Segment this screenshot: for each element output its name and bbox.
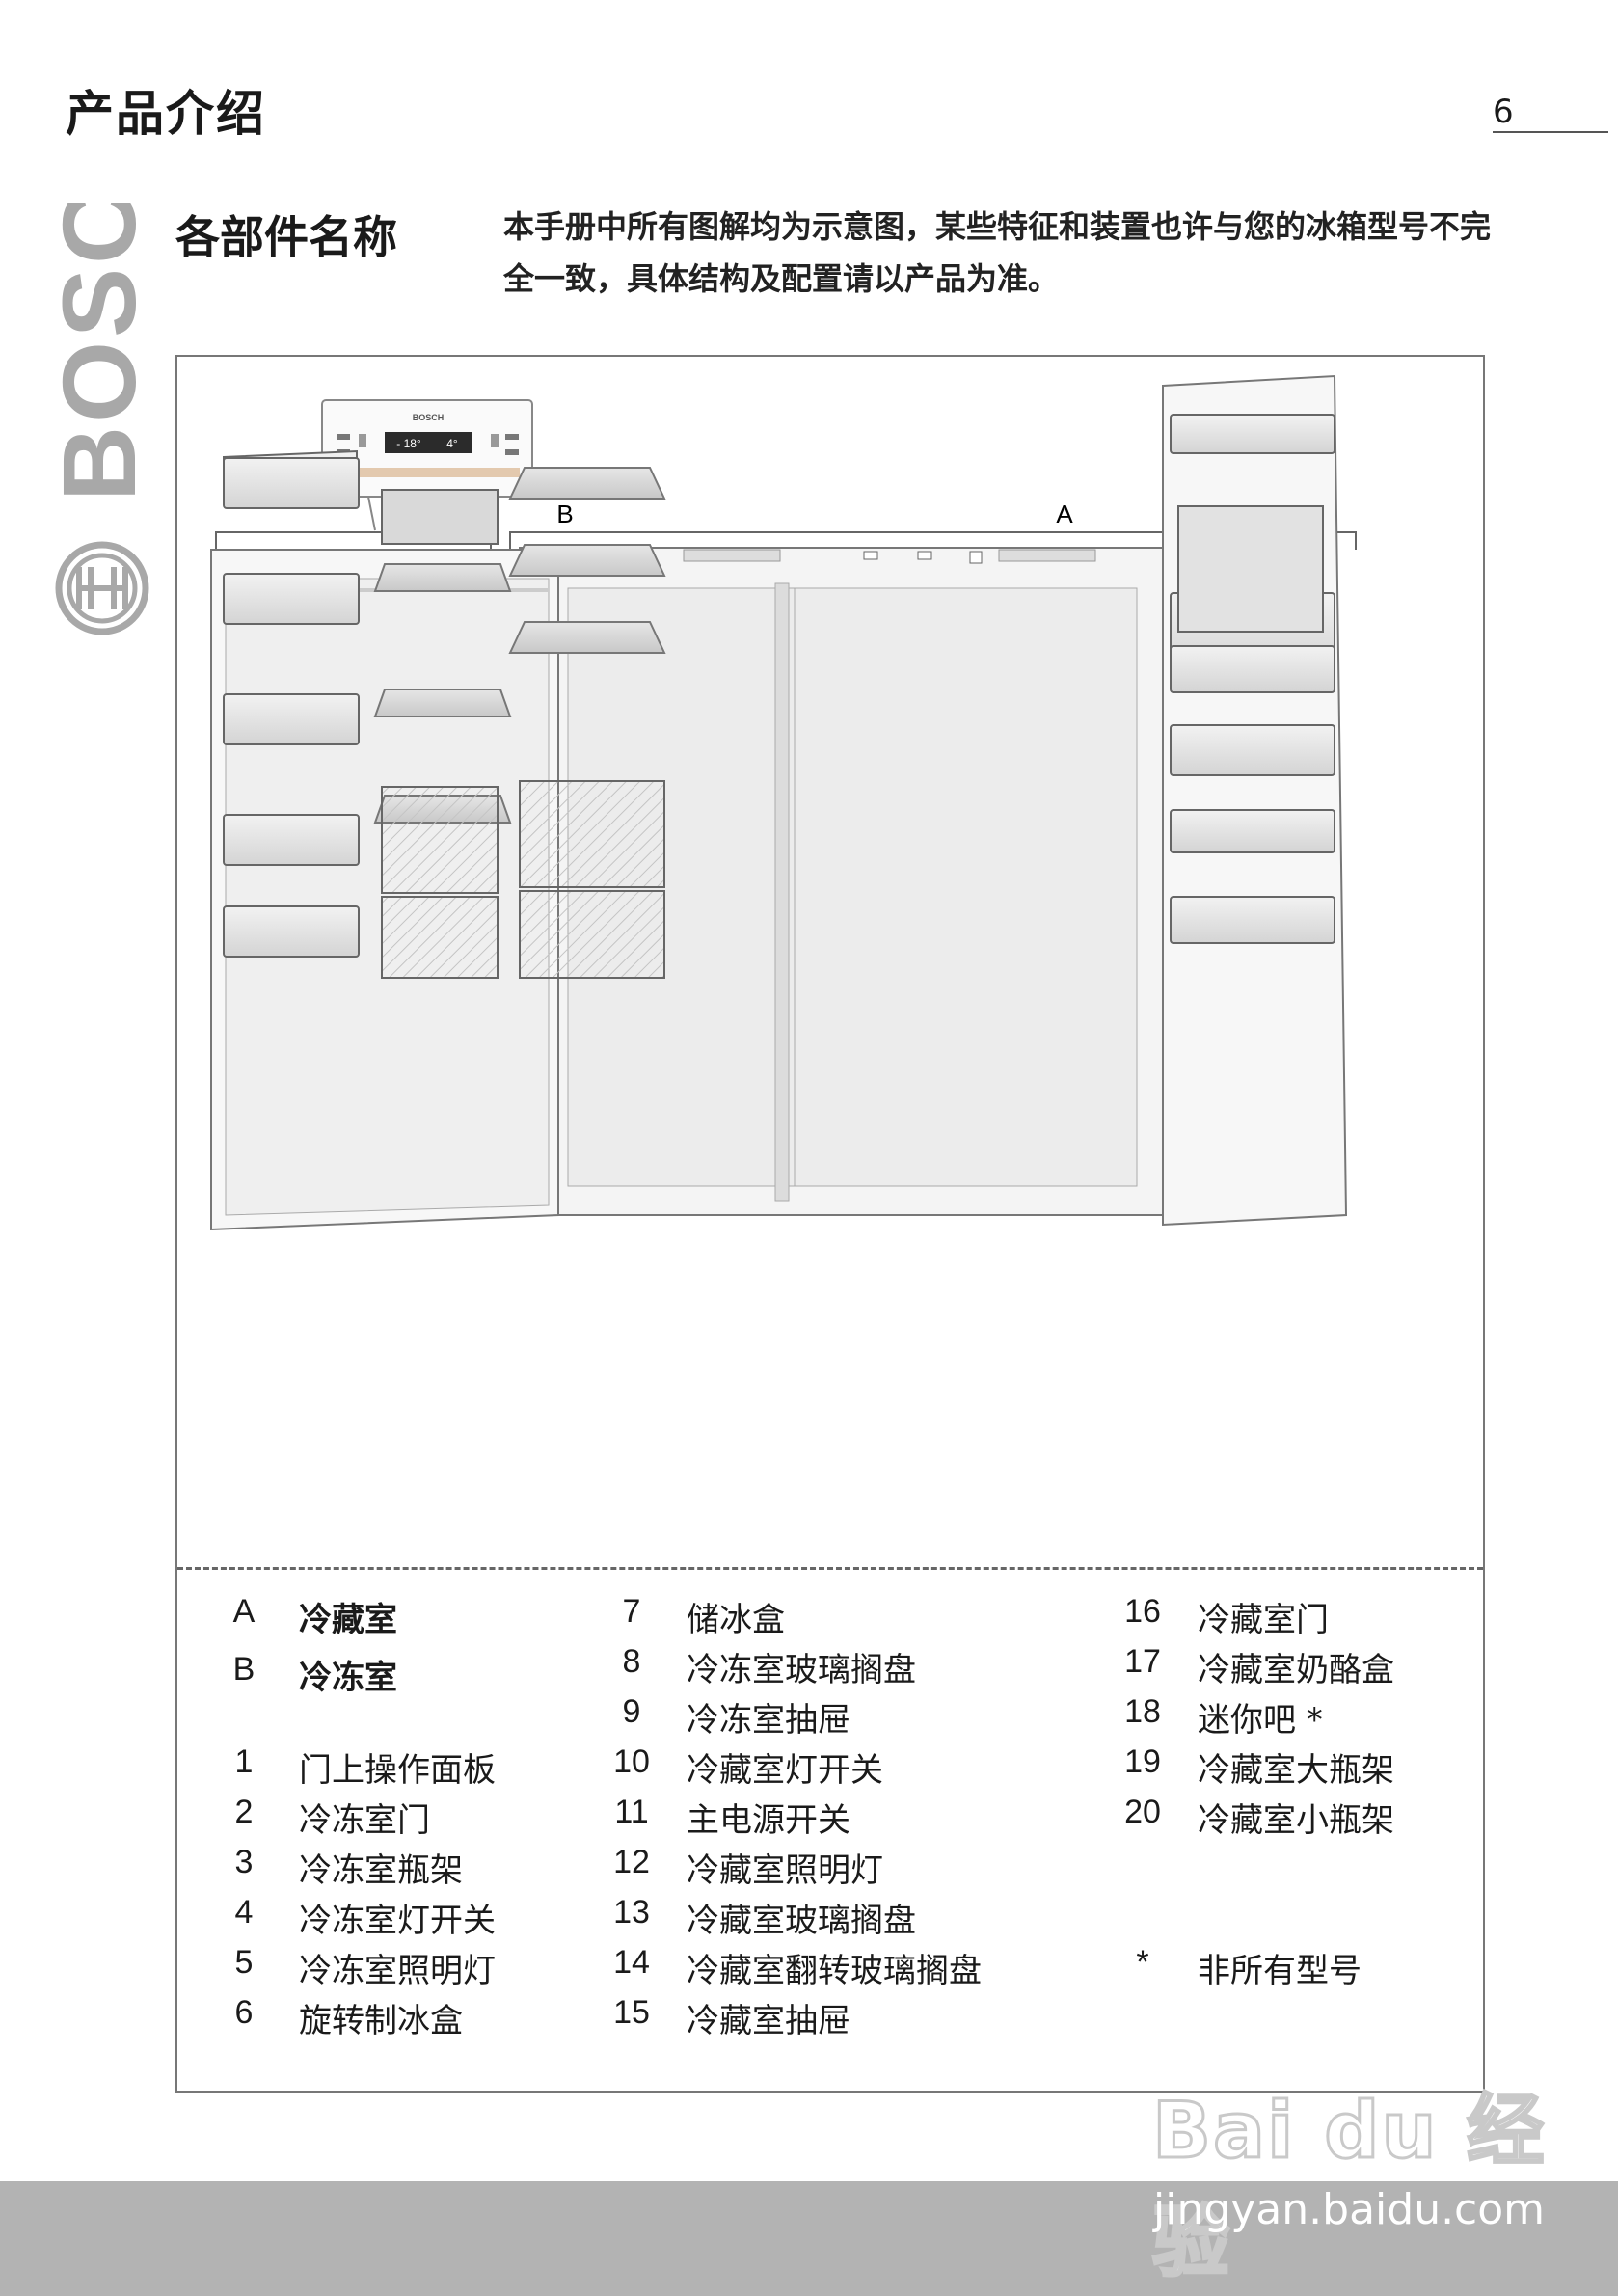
legend-label: 冷藏室照明灯 — [687, 1851, 883, 1890]
legend-label: 冷冻室 — [299, 1659, 397, 1697]
legend-label: 门上操作面板 — [299, 1751, 496, 1790]
legend-label: 冷藏室玻璃搁盘 — [687, 1902, 916, 1940]
brand-name: BOSCH — [40, 203, 157, 501]
legend-column-3: 16 冷藏室门 17 冷藏室奶酪盒 18 迷你吧 * 19 冷藏室大瓶架 20 … — [1109, 1593, 1475, 1990]
watermark-url: jingyan.baidu.com — [1153, 2185, 1546, 2234]
legend-number: 11 — [614, 1794, 649, 1830]
fridge-glass-shelf — [508, 544, 666, 577]
freezer-glass-shelf — [373, 563, 512, 592]
legend-label: 冷藏室抽屉 — [687, 2002, 850, 2040]
panel-brand: BOSCH — [413, 413, 445, 422]
legend-number: 1 — [234, 1743, 254, 1780]
legend-number: 19 — [1124, 1743, 1161, 1780]
page-title: 产品介绍 — [66, 86, 266, 142]
freezer-door-bin — [223, 693, 360, 745]
legend-label: 冷藏室翻转玻璃搁盘 — [687, 1952, 982, 1990]
freezer-drawer — [381, 786, 499, 894]
footer-band — [0, 2181, 1618, 2296]
legend-number: B — [232, 1651, 256, 1688]
freezer-drawer — [381, 896, 499, 979]
legend-label: 迷你吧 * — [1198, 1701, 1323, 1740]
legend-label: 冷冻室照明灯 — [299, 1952, 496, 1990]
fridge-door — [1162, 374, 1348, 1227]
legend-number: A — [232, 1593, 256, 1630]
bosch-armature-icon — [55, 541, 149, 635]
fridge-drawer — [519, 890, 665, 979]
legend-number: 7 — [622, 1593, 641, 1630]
zone-label-fridge: A — [1056, 500, 1073, 528]
freezer-door-bin — [223, 573, 360, 625]
door-control-panel: BOSCH - 18° 4° — [321, 399, 533, 531]
freezer-door-bin — [223, 814, 360, 866]
legend-number: 14 — [613, 1944, 650, 1981]
fridge-glass-shelf — [508, 621, 666, 654]
legend-label: 冷藏室奶酪盒 — [1198, 1651, 1394, 1689]
freezer-door-bin — [223, 905, 360, 958]
legend-number: 8 — [622, 1643, 641, 1680]
freezer-door-bin-set — [177, 357, 224, 455]
panel-freezer-temp: - 18° — [396, 437, 421, 450]
legend-number: 15 — [613, 1994, 650, 2031]
baidu-jingyan-watermark: Bai du 经验 — [1151, 2085, 1547, 2289]
page-number-rule — [1493, 131, 1608, 133]
legend-number: 13 — [613, 1894, 650, 1931]
legend-number: 20 — [1124, 1794, 1161, 1830]
legend-number: 2 — [234, 1794, 254, 1830]
fridge-door-bin — [1170, 896, 1335, 944]
freezer-door-bin-1 — [177, 357, 224, 453]
freezer-glass-shelf — [373, 689, 512, 717]
fridge-door-bin — [1170, 645, 1335, 693]
legend-number: 12 — [613, 1844, 650, 1880]
legend-label: 冷藏室大瓶架 — [1198, 1751, 1394, 1790]
panel-fridge-temp: 4° — [446, 437, 458, 450]
legend-label: 储冰盒 — [687, 1601, 785, 1639]
legend-column-1: A 冷藏室 B 冷冻室 1 门上操作面板 2 冷冻室门 3 冷冻室瓶架 4 冷冻… — [210, 1593, 577, 2046]
footnote-text: 非所有型号 — [1198, 1952, 1362, 1990]
legend-number: 17 — [1124, 1643, 1161, 1680]
minibar — [1177, 505, 1324, 633]
legend-number: 3 — [234, 1844, 254, 1880]
legend-label: 冷冻室抽屉 — [687, 1701, 850, 1740]
freezer-door-bin — [223, 457, 360, 509]
footnote-mark: * — [1136, 1944, 1149, 1981]
fridge-drawer — [519, 780, 665, 888]
dashed-divider — [177, 1567, 1483, 1570]
fridge-glass-shelf — [508, 467, 666, 500]
legend-number: 18 — [1124, 1693, 1161, 1730]
brand-logo-wordmark: BOSCH — [40, 203, 157, 501]
ice-maker — [381, 489, 499, 545]
legend-label: 冷冻室瓶架 — [299, 1851, 463, 1890]
legend-number: 4 — [234, 1894, 254, 1931]
legend-number: 6 — [234, 1994, 254, 2031]
legend-label: 冷藏室 — [299, 1601, 397, 1639]
legend-label: 冷藏室小瓶架 — [1198, 1801, 1394, 1840]
legend-label: 主电源开关 — [687, 1801, 850, 1840]
legend-number: 9 — [622, 1693, 641, 1730]
legend-number: 16 — [1124, 1593, 1161, 1630]
fridge-diagram: BOSCH - 18° 4° B A — [177, 357, 1357, 1231]
fridge-door-bin — [1170, 724, 1335, 776]
zone-label-freezer: B — [556, 500, 573, 528]
legend-label: 冷冻室玻璃搁盘 — [687, 1651, 916, 1689]
legend-label: 冷冻室灯开关 — [299, 1902, 496, 1940]
intro-paragraph: 本手册中所有图解均为示意图，某些特征和装置也许与您的冰箱型号不完全一致，具体结构… — [503, 208, 1492, 297]
fridge-door-bin — [1170, 809, 1335, 853]
content-frame — [175, 355, 1485, 2093]
legend-number: 10 — [613, 1743, 650, 1780]
legend-label: 冷冻室门 — [299, 1801, 430, 1840]
page-number: 6 — [1493, 93, 1514, 131]
legend-label: 冷藏室门 — [1198, 1601, 1329, 1639]
legend-column-2: 7 储冰盒 8 冷冻室玻璃搁盘 9 冷冻室抽屉 10 冷藏室灯开关 11 主电源… — [598, 1593, 1061, 2046]
section-heading: 各部件名称 — [175, 211, 397, 263]
legend-label: 旋转制冰盒 — [299, 2002, 463, 2040]
legend-label: 冷藏室灯开关 — [687, 1751, 883, 1790]
legend-number: 5 — [234, 1944, 254, 1981]
fridge-door-bin — [1170, 414, 1335, 454]
